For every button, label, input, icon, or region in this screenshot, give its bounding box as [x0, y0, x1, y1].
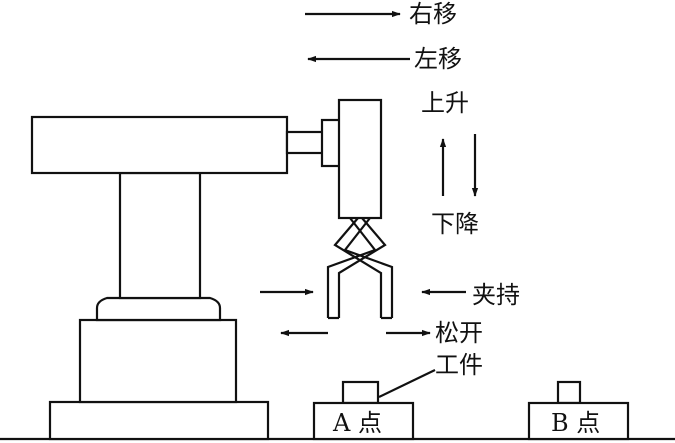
robot-body	[30, 98, 383, 441]
move-up-label: 上升	[421, 89, 469, 117]
clamp-label: 夹持	[472, 281, 520, 309]
move-right-label: 右移	[409, 0, 457, 28]
station-b-block	[527, 401, 630, 441]
station-a-block	[312, 401, 415, 441]
station-a: A 点	[312, 380, 415, 441]
gripper-right-jaw-inner	[333, 217, 383, 318]
move-down-label: 下降	[431, 210, 479, 238]
workpiece-a	[341, 380, 380, 405]
station-b-label: B 点	[551, 409, 600, 437]
robot-wrist-shaft	[285, 130, 326, 155]
station-a-label: A 点	[332, 409, 382, 437]
robot-pedestal	[78, 318, 238, 404]
robot-arm	[30, 115, 289, 175]
gripper-housing	[337, 98, 383, 220]
gripper-left-jaw-outer	[326, 217, 377, 318]
gripper-right-jaw-outer	[343, 217, 394, 318]
workpiece-leader-line	[378, 369, 436, 398]
release-label: 松开	[435, 319, 483, 347]
robot-shoulder-cap	[95, 296, 222, 322]
workpiece-label: 工件	[435, 351, 483, 379]
gripper-left-jaw-inner	[337, 217, 387, 318]
robot-column	[118, 171, 202, 300]
workpiece-b-post	[556, 380, 582, 405]
robot-wrist-flange	[320, 118, 342, 168]
move-left-label: 左移	[414, 45, 462, 73]
station-b: B 点	[527, 380, 630, 441]
robot-base-plate	[48, 400, 270, 441]
gripper-jaws	[326, 217, 394, 320]
